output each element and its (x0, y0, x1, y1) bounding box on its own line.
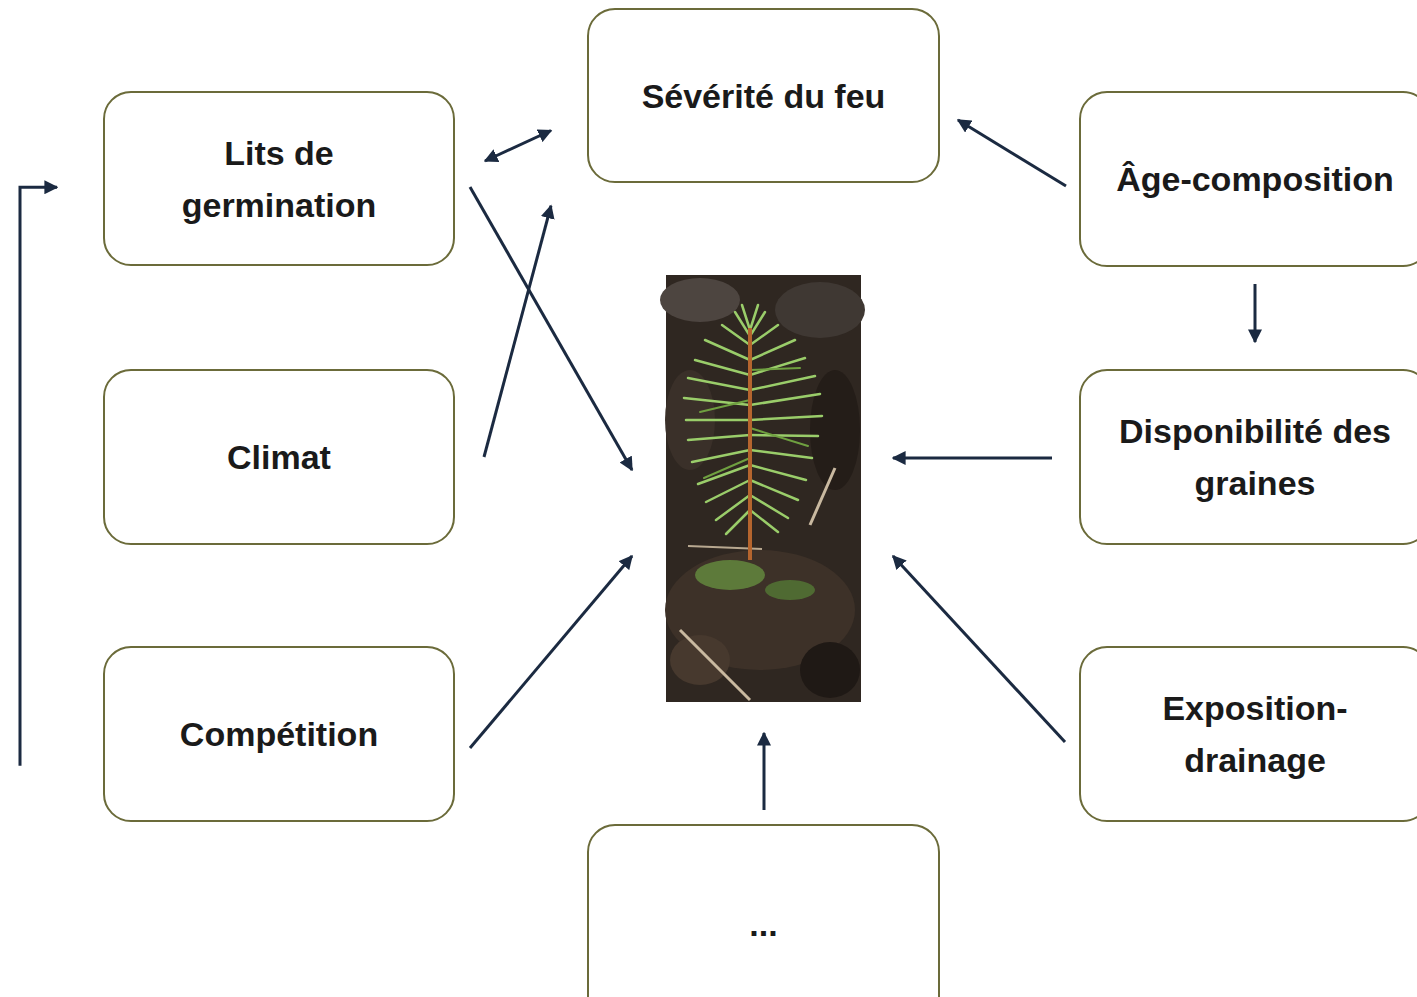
influence-arrows (470, 187, 1065, 810)
fire-severity-box: Sévérité du feu (587, 8, 940, 183)
factor-label: Âge-composition (1116, 153, 1394, 205)
factor-label: ... (749, 898, 777, 950)
influence-arrow (484, 206, 551, 457)
factor-label: Climat (227, 431, 331, 483)
other-factors-box: ... (587, 824, 940, 997)
competition-box: Compétition (103, 646, 455, 822)
seedbed-box: Lits de germination (103, 91, 455, 266)
climate-box: Climat (103, 369, 455, 545)
factor-label: Exposition-drainage (1111, 682, 1399, 786)
influence-arrow (958, 120, 1066, 186)
factor-label: Compétition (180, 708, 378, 760)
seed-availability-box: Disponibilité des graines (1079, 369, 1417, 545)
seedling-illustration (660, 275, 865, 702)
factor-label: Lits de germination (135, 127, 423, 231)
exposure-drainage-box: Exposition-drainage (1079, 646, 1417, 822)
influence-arrow (20, 187, 57, 765)
influence-arrow (485, 131, 551, 162)
influence-arrow (1254, 284, 1257, 342)
age-composition-box: Âge-composition (1079, 91, 1417, 267)
factor-label: Sévérité du feu (642, 70, 886, 122)
factor-label: Disponibilité des graines (1111, 405, 1399, 509)
